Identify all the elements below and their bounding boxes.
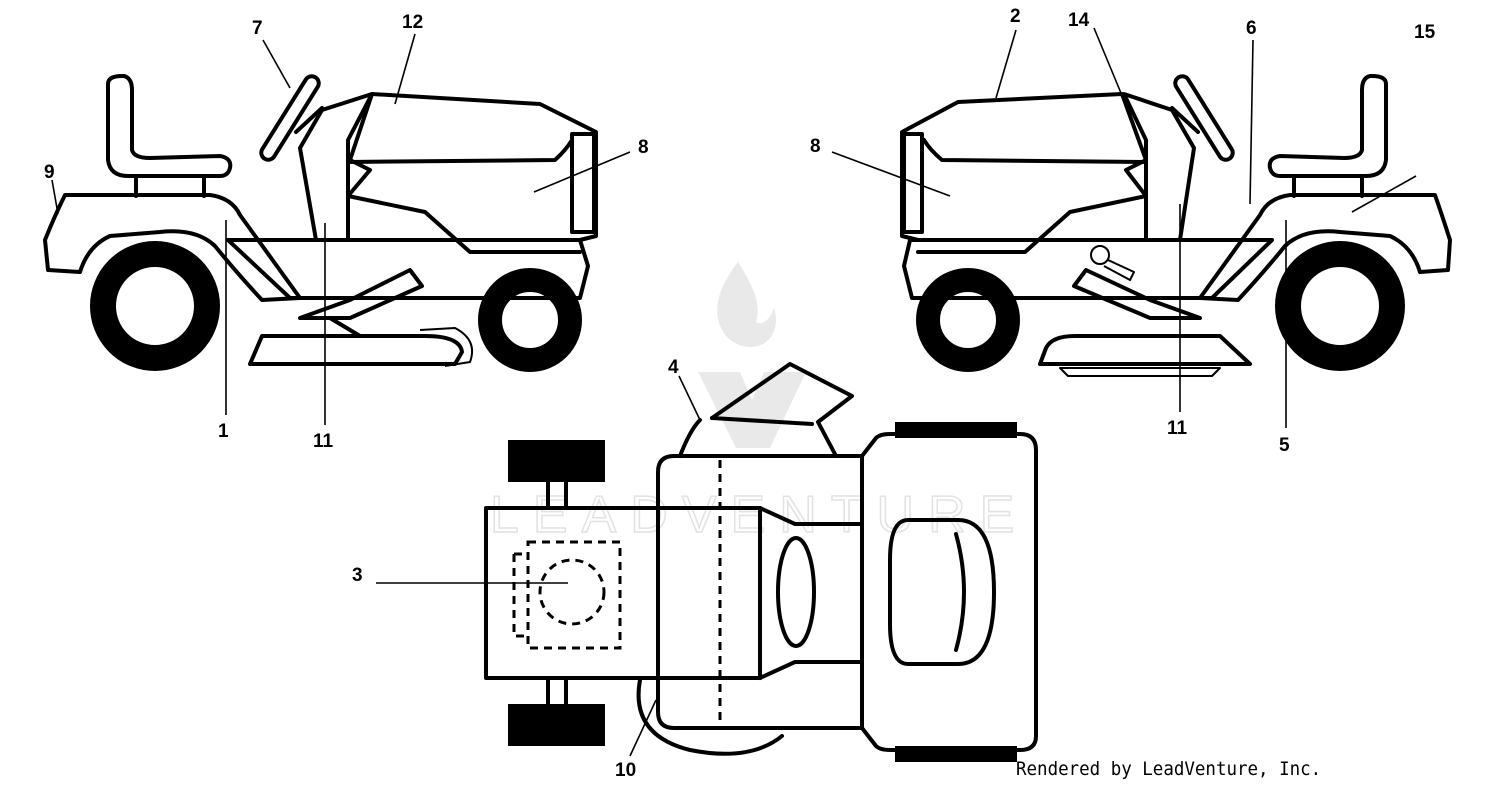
rear-tire-top-upper	[895, 422, 1017, 438]
footrest-left	[298, 268, 424, 320]
deck-arc-top	[678, 418, 702, 458]
rear-wheel-right	[1275, 241, 1405, 371]
hood-top	[484, 506, 762, 680]
decal-circle	[538, 558, 606, 626]
decal-outline	[526, 540, 622, 650]
rear-fender-left	[43, 193, 302, 302]
callout-12: 12	[402, 12, 423, 33]
seat-back-top	[954, 532, 966, 652]
lever-right	[1103, 259, 1135, 281]
rear-tire-top-lower	[895, 746, 1017, 762]
hood-crease-left	[346, 138, 574, 164]
frame-right	[902, 238, 1274, 300]
callout-2: 2	[1010, 6, 1021, 27]
grille-right	[902, 132, 924, 234]
callout-6: 6	[1246, 18, 1257, 39]
hood-left	[346, 92, 598, 242]
rear-fender-right	[1198, 193, 1452, 302]
callout-4: 4	[668, 357, 679, 378]
mower-deck-left	[248, 334, 464, 366]
seat-right	[1267, 74, 1388, 178]
render-credit: Rendered by LeadVenture, Inc.	[1016, 758, 1322, 780]
callout-11: 11	[313, 431, 334, 452]
deck-arc-bottom	[636, 678, 784, 756]
callout-15: 15	[1414, 22, 1436, 43]
rear-wheel-left	[90, 241, 220, 371]
seat-top	[888, 518, 996, 666]
hood-lower-panel-right	[916, 194, 1148, 254]
discharge-chute	[710, 362, 854, 458]
callout-5: 5	[1279, 435, 1290, 456]
callout-7: 7	[252, 18, 263, 39]
deck-skirt-right	[1059, 367, 1221, 377]
front-wheel-right	[916, 268, 1020, 372]
hood-lower-panel-left	[346, 194, 582, 254]
deck-chute-left	[419, 327, 474, 367]
front-tire-top-lower	[508, 704, 605, 746]
mower-deck-right	[1038, 334, 1252, 366]
callout-14: 14	[1068, 10, 1090, 31]
watermark-flame-icon	[717, 262, 777, 348]
callout-8-right: 8	[810, 136, 821, 157]
steering-column-left	[294, 106, 324, 134]
watermark-v-icon	[698, 372, 806, 448]
callout-3: 3	[352, 565, 363, 586]
seat-mount-left	[134, 174, 206, 198]
decal-tab	[512, 552, 528, 638]
callout-9: 9	[44, 162, 55, 183]
watermark: LEADVENTURE	[489, 262, 1028, 545]
footrest-right	[1072, 268, 1202, 320]
steering-wheel-top	[776, 536, 816, 648]
callout-1: 1	[218, 421, 229, 442]
front-wheel-left	[478, 268, 582, 372]
steering-wheel-left	[259, 74, 321, 162]
hood-crease-right	[922, 138, 1148, 164]
left-side-view: 7 12 8 9 1 11	[43, 12, 649, 452]
rear-body-top	[656, 432, 1038, 752]
seat-mount-right	[1292, 174, 1364, 198]
steering-wheel-right	[1173, 74, 1235, 162]
top-view: 4 3 10	[352, 357, 1038, 781]
front-axle-top	[546, 480, 568, 708]
deck-hanger-left	[328, 316, 362, 338]
grille-left	[570, 132, 596, 234]
watermark-brand: LEADVENTURE	[490, 486, 1028, 544]
callout-8: 8	[638, 137, 649, 158]
hood-right	[900, 92, 1148, 242]
right-side-view: 2 14 6 15 8 11 5	[810, 6, 1452, 456]
callout-11-right: 11	[1167, 418, 1188, 439]
front-tire-top-upper	[508, 440, 605, 482]
steering-column-right	[1170, 106, 1200, 134]
callout-10: 10	[615, 760, 636, 781]
lever-knob-right	[1090, 245, 1110, 265]
seat-left	[106, 74, 233, 178]
chute-base	[710, 416, 814, 426]
